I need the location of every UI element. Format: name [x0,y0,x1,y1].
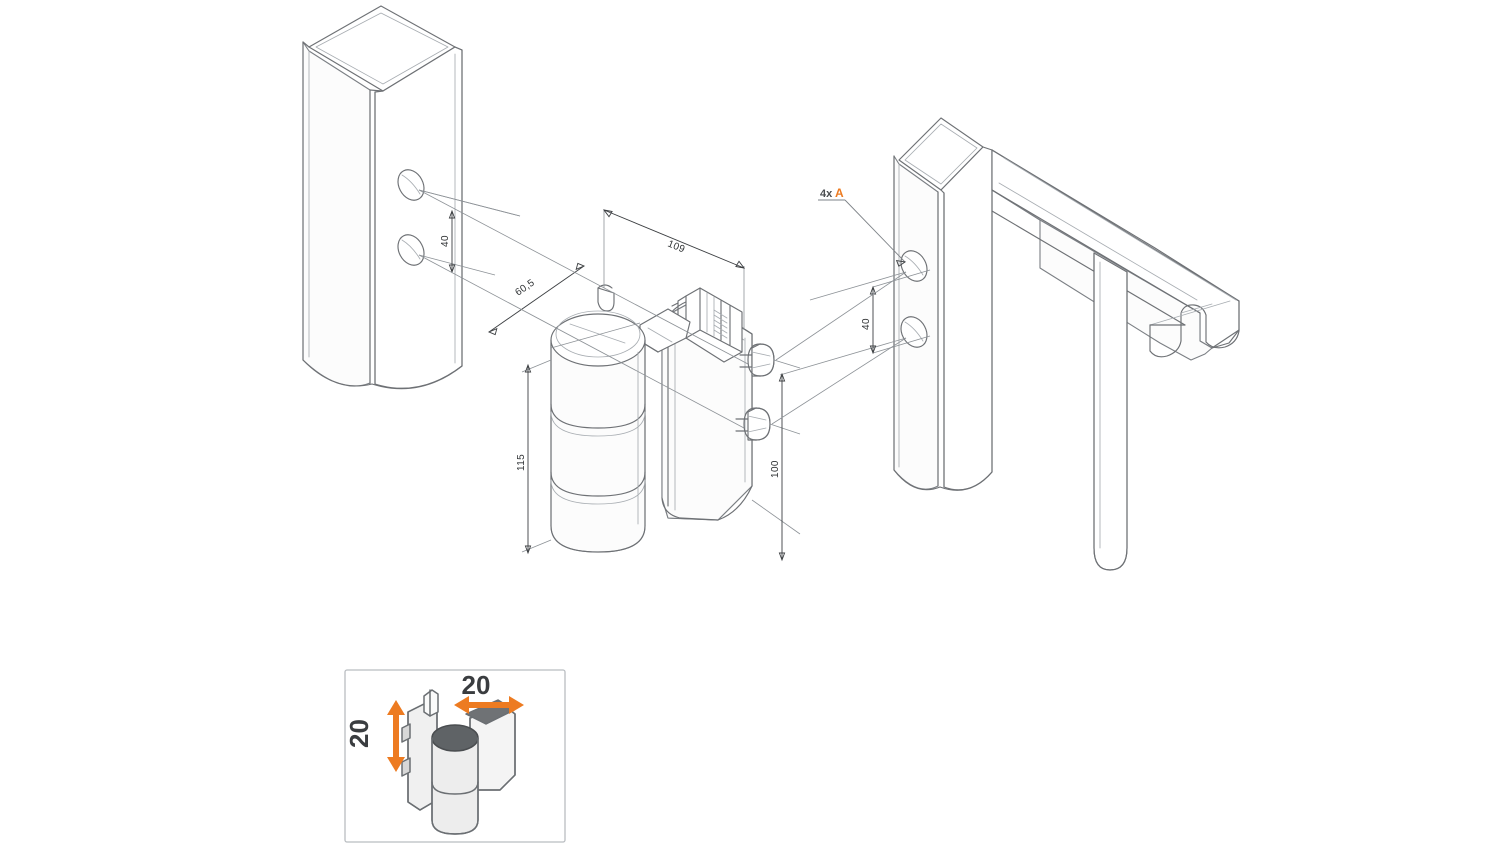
inset-label-horizontal: 20 [462,670,491,700]
callout-item: A [835,186,844,200]
left-post-hole-lower [397,234,425,266]
dim-label-40-left: 40 [440,235,451,247]
fastener-callout: 4x A [818,186,907,267]
dim-hinge-height: 115 [516,359,552,555]
hinge-cylinder [550,310,646,553]
hinge-bolt-upper [739,343,775,377]
hinge-bolt-lower [735,407,771,441]
adjustment-range-inset: 20 20 [344,669,566,843]
left-post [302,5,463,390]
dim-gate-post-hole-spacing: 40 [779,269,931,376]
dim-bracket-bolt-spacing: 100 [751,359,801,562]
dim-label-115: 115 [516,454,527,471]
inset-arrow-vertical: 20 [344,700,405,772]
inset-arrow-horizontal: 20 [454,670,524,714]
inset-label-vertical: 20 [344,719,374,748]
hinge [550,284,775,553]
dim-label-40-right: 40 [861,318,872,330]
callout-quantity: 4x [820,188,833,200]
gate-post-hole-lower [900,316,928,348]
left-post-hole-upper [397,169,425,201]
assembly-axis-lines [418,189,907,429]
dim-label-100: 100 [770,460,781,478]
gate-frame [893,117,1240,571]
